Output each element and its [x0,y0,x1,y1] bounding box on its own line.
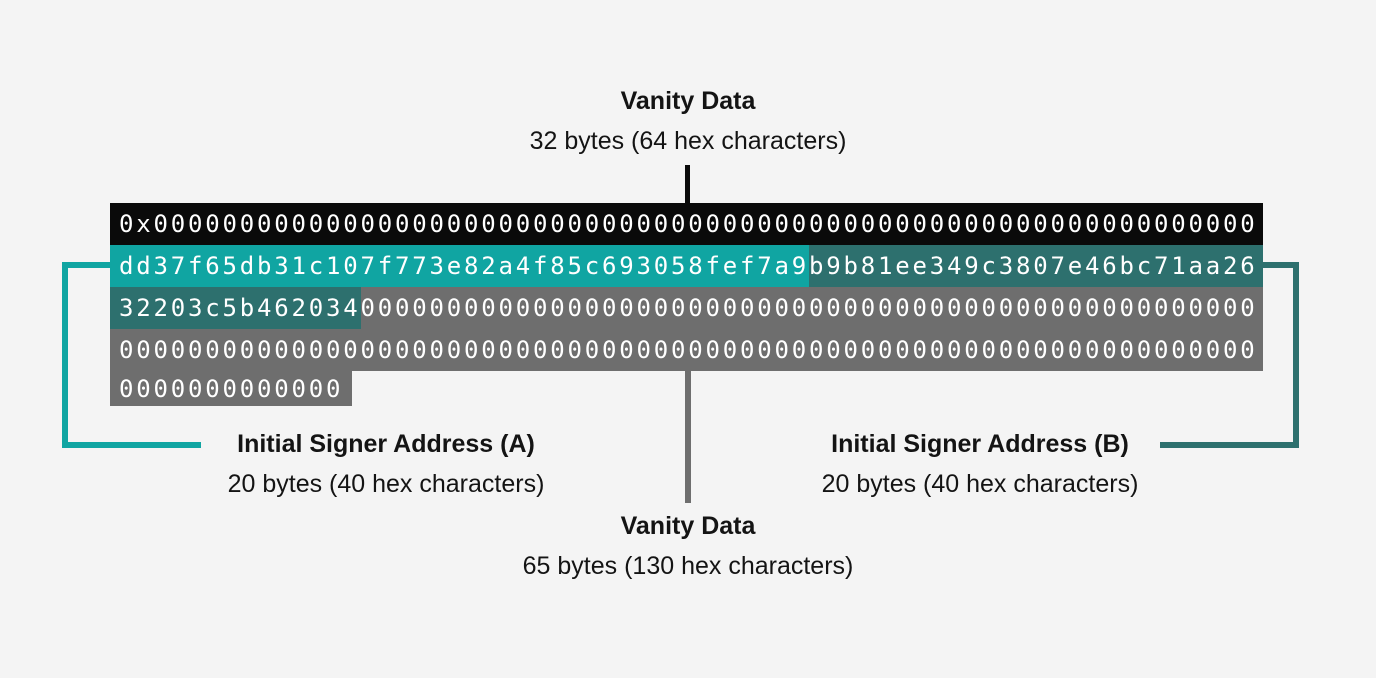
vanity-data-bottom-title: Vanity Data [620,512,756,540]
vanity-data-top-label: Vanity Data 32 bytes (64 hex characters) [530,86,847,156]
hex-row-padding-tail: 0000000000000 [110,371,353,406]
bracket-b-top-line [1263,262,1299,268]
hex-grid: 0x00000000000000000000000000000000000000… [110,203,1263,406]
bracket-a-top-line [62,262,110,268]
signer-b-title: Initial Signer Address (B) [831,430,1129,458]
signer-b-segment-1: b9b81ee349c3807e46bc71aa26 [808,245,1263,287]
signer-b-subtitle: 20 bytes (40 hex characters) [821,470,1139,498]
bottom-connector-line [685,371,691,503]
vanity-data-top-subtitle: 32 bytes (64 hex characters) [529,127,847,155]
zero-padding-segment-3: 0000000000000 [110,371,353,406]
signer-b-label: Initial Signer Address (B) 20 bytes (40 … [822,429,1139,499]
zero-padding-segment-2: 0000000000000000000000000000000000000000… [110,329,1263,371]
zero-padding-segment-1: 0000000000000000000000000000000000000000… [360,287,1263,329]
bracket-b-vertical-line [1293,262,1299,448]
signer-a-title: Initial Signer Address (A) [237,430,535,458]
bracket-a-vertical-line [62,262,68,448]
signer-a-segment: dd37f65db31c107f773e82a4f85c693058fef7a9 [110,245,809,287]
signer-b-segment-2: 32203c5b462034 [110,287,361,329]
signer-a-label: Initial Signer Address (A) 20 bytes (40 … [228,429,545,499]
vanity-data-top-title: Vanity Data [620,87,756,115]
vanity-data-bottom-label: Vanity Data 65 bytes (130 hex characters… [523,511,854,581]
hex-row-padding: 0000000000000000000000000000000000000000… [110,329,1263,371]
zero-prefix-segment: 0x00000000000000000000000000000000000000… [110,203,1263,245]
bracket-b-bottom-line [1160,442,1299,448]
bracket-a-bottom-line [62,442,201,448]
signer-a-subtitle: 20 bytes (40 hex characters) [227,470,545,498]
hex-row-signers-1: dd37f65db31c107f773e82a4f85c693058fef7a9… [110,245,1263,287]
top-connector-line [685,165,690,203]
hex-row-prefix: 0x00000000000000000000000000000000000000… [110,203,1263,245]
vanity-data-bottom-subtitle: 65 bytes (130 hex characters) [522,552,854,580]
